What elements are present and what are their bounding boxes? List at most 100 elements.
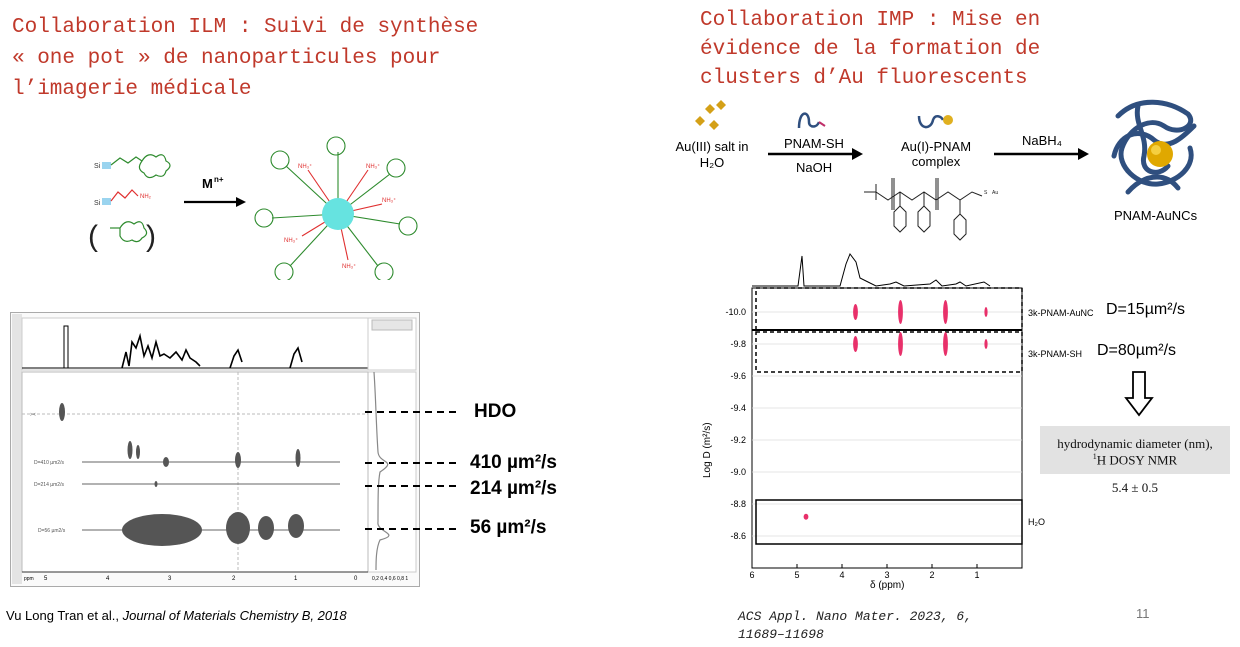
y-axis-label: Log D (m²/s) — [702, 422, 713, 478]
peak-label-410: 410 µm²/s — [470, 452, 557, 473]
ilm-dosy-spectrum: >< D=410 µm2/s D=214 µm2/s D=56 µm2/s 5 … — [10, 312, 420, 587]
au-salt-icon — [695, 100, 726, 130]
right-title: Collaboration IMP : Mise en évidence de … — [700, 9, 1041, 90]
hydro-sup: 1 — [1092, 452, 1097, 461]
xtick-4: 4 — [106, 576, 110, 582]
plot-frame — [751, 287, 1023, 569]
chart-top-spectrum — [752, 252, 991, 287]
peak-leader-lines — [365, 411, 460, 530]
y-tick-label: -9.6 — [730, 371, 746, 381]
svg-text:Au: Au — [992, 190, 998, 196]
peak-label-56: 56 µm²/s — [470, 517, 547, 538]
row-marker-hdo: >< — [30, 412, 36, 418]
hydro-line1: hydrodynamic diameter (nm), — [1057, 436, 1213, 451]
reagent-naoh: NaOH — [796, 160, 833, 175]
hydro-method: H DOSY NMR — [1096, 452, 1178, 468]
right-citation: ACS Appl. Nano Mater. 2023, 6, 11689–116… — [738, 609, 973, 642]
data-points — [803, 300, 988, 520]
nh2-label: NH₂ — [140, 194, 152, 200]
silane-reagent-a: Si — [94, 154, 171, 179]
reagent-nabh4: NaBH₄ — [1022, 133, 1062, 148]
hydro-value: 5.4 ± 0.5 — [1111, 480, 1159, 495]
silane-reagent-b: Si NH₂ — [94, 189, 152, 207]
data-point-1-3 — [984, 339, 988, 349]
amine-label-1: NH₃⁺ — [298, 163, 312, 170]
data-point-0-1 — [898, 300, 903, 324]
x-tick-label: 1 — [974, 570, 979, 580]
y-tick-label: -9.2 — [730, 435, 746, 445]
acid-reagent: ( ) — [88, 220, 156, 253]
label-aunc: 3k-PNAM-AuNC — [1028, 308, 1094, 318]
grid-lines — [752, 311, 1022, 537]
si-label-a: Si — [94, 163, 101, 170]
intermediate-label: Au(I)-PNAM complex — [900, 139, 972, 169]
arrow-label-m: M — [202, 176, 213, 191]
label-h2o: H₂O — [1028, 517, 1045, 527]
page-number: 11 — [1136, 606, 1150, 621]
box-pnam-sh — [755, 331, 1023, 373]
box-h2o — [755, 499, 1023, 545]
nanoparticle-core — [322, 198, 354, 230]
au-pnam-icon — [917, 115, 953, 129]
data-point-1-1 — [898, 332, 903, 356]
xtick-2: 2 — [232, 576, 236, 582]
x-axis-label: δ (ppm) — [870, 580, 904, 591]
arrow-label-sup: n+ — [214, 175, 224, 184]
x-tick-label: 2 — [929, 570, 934, 580]
row-label-410: D=410 µm2/s — [34, 460, 64, 466]
down-arrow-icon — [1124, 371, 1154, 417]
row-label-214: D=214 µm2/s — [34, 482, 64, 488]
reaction-arrow: M n+ — [184, 175, 246, 207]
amine-label-5: NH₃⁺ — [342, 263, 356, 270]
arrow-step1 — [768, 148, 863, 160]
svg-text:S: S — [984, 190, 988, 196]
y-tick-label: -9.0 — [730, 467, 746, 477]
x-tick-label: 3 — [884, 570, 889, 580]
peak-label-214: 214 µm²/s — [470, 478, 557, 499]
si-label-b: Si — [94, 200, 101, 207]
product-label: PNAM-AuNCs — [1114, 208, 1198, 223]
amine-label-2: NH₃⁺ — [366, 163, 380, 170]
diffusion-aunc: D=15µm²/s — [1106, 301, 1186, 318]
x-tick-label: 5 — [794, 570, 799, 580]
ilm-synthesis-scheme: Si Si NH₂ ( ) M n+ — [88, 136, 418, 280]
citation-authors: Vu Long Tran et al., — [6, 608, 123, 623]
xtick-5: 5 — [44, 576, 48, 582]
svg-text:): ) — [146, 220, 156, 253]
data-point-1-0 — [853, 336, 858, 352]
data-point-2-0 — [803, 513, 809, 520]
hydro-box — [1040, 426, 1230, 474]
xaxis-unit: ppm — [24, 576, 34, 582]
amine-label-4: NH₃⁺ — [284, 237, 298, 244]
hydro-line2: 1H DOSY NMR — [1040, 452, 1230, 468]
xtick-0: 0 — [354, 576, 358, 582]
label-pnam-sh: 3k-PNAM-SH — [1028, 349, 1083, 359]
left-citation: Vu Long Tran et al., Journal of Material… — [6, 608, 347, 623]
xtick-3: 3 — [168, 576, 172, 582]
svg-text:(: ( — [88, 220, 98, 253]
data-point-0-0 — [853, 304, 858, 320]
y-tick-label: -9.4 — [730, 403, 746, 413]
left-title: Collaboration ILM : Suivi de synthèse « … — [12, 16, 479, 101]
pnam-chain-icon — [797, 112, 826, 129]
data-point-0-3 — [984, 307, 988, 317]
x-tick-label: 4 — [839, 570, 844, 580]
pnam-structure: S Au — [864, 178, 998, 241]
data-point-1-2 — [943, 332, 948, 356]
diffusion-pnam-sh: D=80µm²/s — [1097, 342, 1177, 359]
x-tick-label: 6 — [749, 570, 754, 580]
peak-label-hdo: HDO — [474, 401, 517, 422]
y-tick-label: -9.8 — [730, 339, 746, 349]
arrow-step2 — [994, 148, 1089, 160]
y-tick-label: -8.8 — [730, 499, 746, 509]
functionalized-nanoparticle: NH₃⁺ NH₃⁺ NH₃⁺ NH₃⁺ NH₃⁺ — [254, 136, 418, 280]
citation-journal: Journal of Materials Chemistry B, 2018 — [122, 608, 347, 623]
y-tick-label: -8.6 — [730, 531, 746, 541]
row-label-56: D=56 µm2/s — [38, 528, 66, 534]
xtick-1: 1 — [294, 576, 298, 582]
reagent-pnam-sh: PNAM-SH — [784, 136, 844, 151]
au-salt-label: Au(III) salt in H₂O — [675, 139, 749, 170]
amine-label-3: NH₃⁺ — [382, 197, 396, 204]
